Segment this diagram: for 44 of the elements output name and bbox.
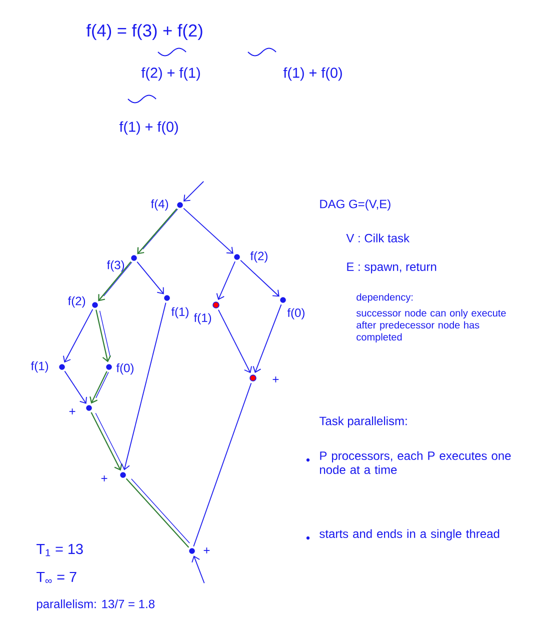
node-label: f(3) — [106, 260, 124, 272]
arrow — [216, 261, 236, 300]
arrow — [137, 208, 178, 254]
node-label: f(2) — [250, 251, 268, 263]
arrow — [183, 208, 234, 254]
note-text: Task parallelism: — [319, 416, 407, 428]
note-text: DAG G=(V,E) — [320, 199, 390, 211]
arrow — [98, 261, 132, 302]
arrow — [252, 304, 282, 373]
arrow — [192, 556, 205, 584]
note-text: starts and ends in a single thread — [320, 529, 500, 540]
node-label: f(4) — [150, 199, 168, 211]
note-text: parallelism: 13/7 = 1.8 — [36, 599, 154, 611]
node-label: f(2) — [68, 296, 86, 308]
node-label: f(1) — [30, 361, 48, 373]
note-text: T$_{∞}$ = 7 — [36, 572, 76, 584]
arrow — [96, 310, 112, 362]
arrow — [64, 370, 87, 404]
formula-text: f(1) + f(0) — [283, 67, 342, 81]
node-label: f(0) — [287, 308, 304, 320]
formula-text: f(2) + f(1) — [141, 67, 200, 81]
node-label: f(0) — [116, 363, 134, 375]
note-text: V : Cilk task — [346, 234, 410, 242]
formula-text: f(1) + f(0) — [119, 121, 178, 135]
formula-text: f(4) = f(3) + f(2) — [86, 24, 202, 40]
arrow — [136, 261, 164, 294]
arrow — [218, 309, 252, 374]
note-text: dependency: — [356, 293, 413, 303]
arrow — [183, 180, 204, 202]
node-label: + — [101, 476, 108, 482]
node-label: + — [204, 548, 210, 554]
node-label: f(1) — [194, 313, 212, 324]
arrow — [240, 260, 280, 297]
node-label: + — [69, 408, 76, 414]
note-text: successor node can only execute after predecessor node has completed — [356, 309, 506, 343]
note-text: P processors, each P executes one node at a time — [320, 451, 511, 474]
arrow — [90, 412, 122, 471]
arrow — [121, 302, 166, 470]
node-label: f(1) — [171, 307, 188, 318]
note-text: T$_{1}$ = 13 — [36, 544, 83, 556]
note-text: E : spawn, return — [347, 262, 436, 274]
arrow — [63, 308, 94, 363]
arrow — [90, 371, 109, 404]
node-label: + — [272, 376, 279, 382]
